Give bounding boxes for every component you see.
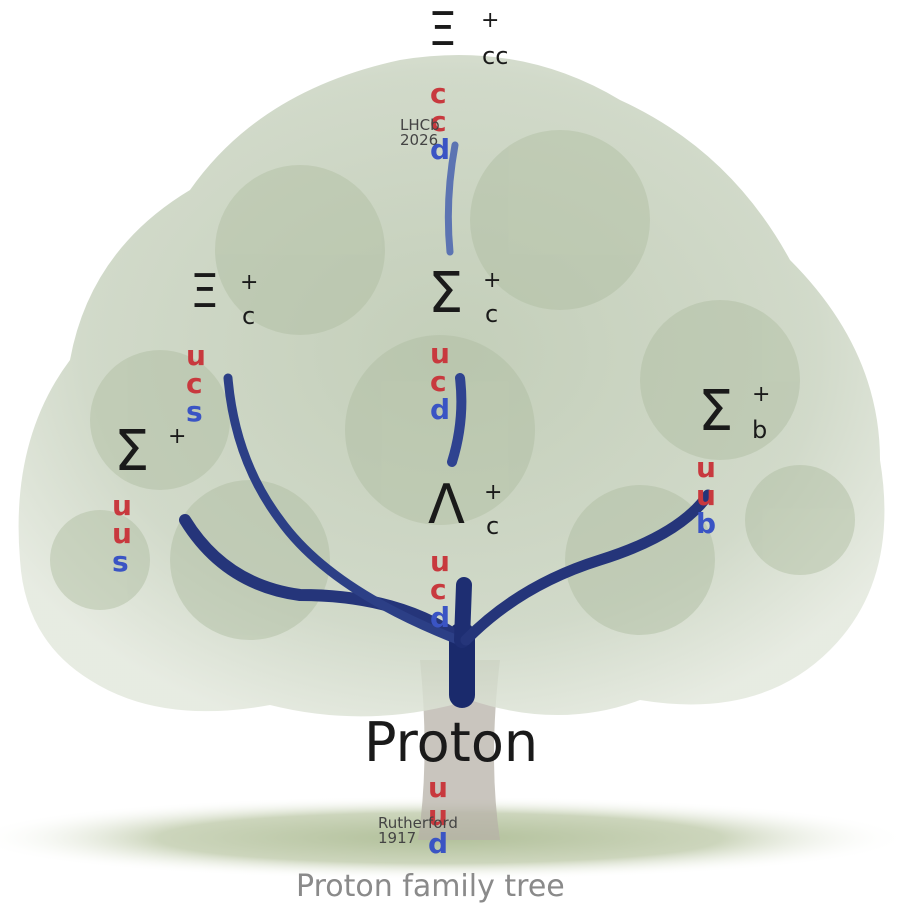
quark: c [430,576,447,604]
quark: c [430,368,447,396]
xi-c-quarks: ucs [186,342,206,426]
xi-cc-charge: + [481,10,499,32]
proton-discovery-note: Rutherford 1917 [378,816,458,846]
xi-cc-discovery-note: LHCb 2026 [400,118,440,148]
sigma-quarks: uus [112,492,132,576]
lambda-c-subscript: c [486,514,499,538]
xi-c-charge: + [240,272,258,294]
quark: d [430,396,450,424]
lambda-c-symbol: Λ [428,478,465,532]
sigma-b-subscript: b [752,418,767,442]
xi-cc-subscript: cc [482,44,508,68]
sigma-c-charge: + [483,270,501,292]
quark: u [112,492,132,520]
diagram-caption: Proton family tree [296,872,565,902]
xi-c-subscript: c [242,304,255,328]
branch-to-lambda-c [462,585,464,640]
quark: u [112,520,132,548]
quark: u [186,342,206,370]
quark: s [112,548,129,576]
lambda-c-charge: + [484,482,502,504]
quark: u [430,340,450,368]
xi-cc-symbol: Ξ [428,6,457,52]
sigma-b-symbol: Σ [698,384,733,440]
sigma-b-charge: + [752,384,770,406]
quark: u [430,548,450,576]
sigma-c-subscript: c [485,302,498,326]
sigma-b-quarks: uub [696,454,716,538]
sigma-symbol: Σ [114,424,149,480]
quark: u [696,454,716,482]
quark: b [696,510,716,538]
quark: c [186,370,203,398]
quark: c [430,80,447,108]
quark: d [430,604,450,632]
quark: s [186,398,203,426]
proton-label: Proton [364,716,538,770]
lambda-c-quarks: ucd [430,548,450,632]
quark: u [696,482,716,510]
quark: u [428,774,448,802]
sigma-c-symbol: Σ [428,266,463,322]
sigma-c-quarks: ucd [430,340,450,424]
sigma-charge: + [168,426,186,448]
xi-c-symbol: Ξ [190,268,219,314]
